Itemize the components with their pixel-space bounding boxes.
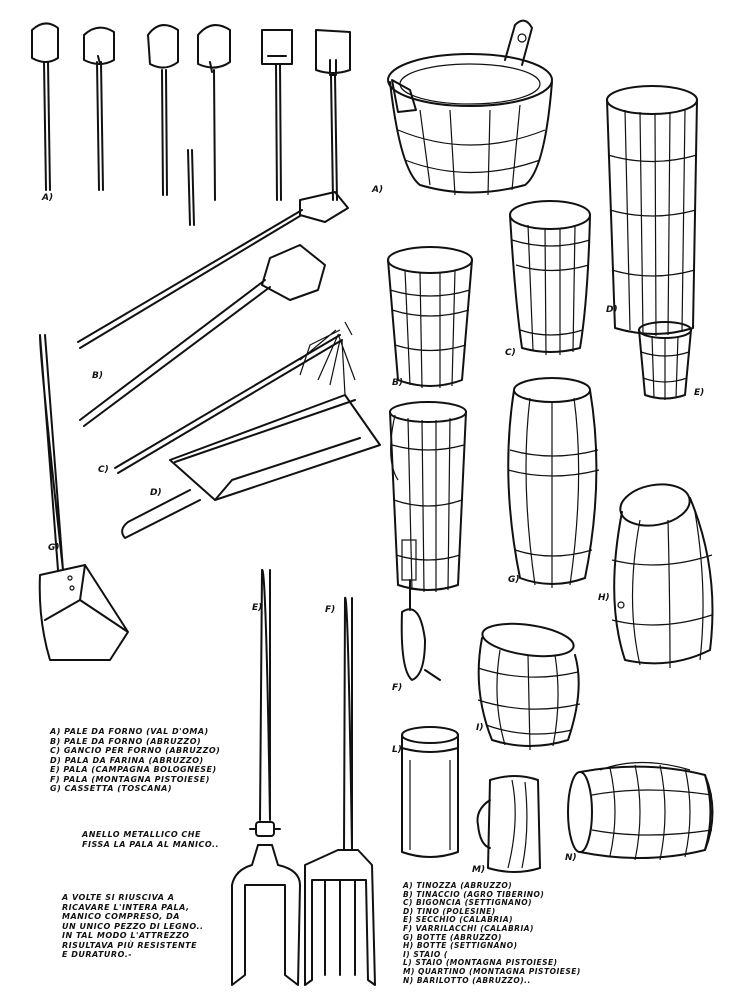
tall-vat-with-gourd <box>389 401 467 681</box>
figure-label-right-g: G) <box>508 575 520 585</box>
oven-hook-c <box>114 321 356 474</box>
shovel-e <box>231 568 301 986</box>
legend-item: H) BOTTE (SETTIGNANO) <box>403 941 518 951</box>
oven-paddles-a <box>31 22 351 226</box>
quartino-m <box>476 775 541 873</box>
figure-label-right-d: D) <box>606 305 618 315</box>
figure-label-right-b: B) <box>392 378 403 388</box>
legend-item: D) TINO (POLESINE) <box>403 906 496 916</box>
figure-label-right-i: I) <box>476 723 483 733</box>
figure-label-left-b: B) <box>92 371 103 381</box>
note-line: FISSA LA PALA AL MANICO.. <box>82 839 220 849</box>
staio-l <box>401 726 459 858</box>
note-line: ANELLO METALLICO CHE <box>82 830 201 839</box>
legend-item: A) TINOZZA (ABRUZZO) <box>403 881 513 890</box>
note-line: E DURATURO.- <box>62 950 133 959</box>
right-legend: A) TINOZZA (ABRUZZO) B) TINACCIO (AGRO T… <box>403 881 581 985</box>
legend-item: B) PALE DA FORNO (ABRUZZO) <box>50 736 202 746</box>
legend-item: A) PALE DA FORNO (VAL D'OMA) <box>50 727 209 736</box>
figure-label-left-c: C) <box>98 465 109 475</box>
oven-paddles-b <box>77 191 349 427</box>
figure-label-right-l: L) <box>392 745 402 755</box>
figure-label-right-e: E) <box>694 388 704 398</box>
legend-item: N) BARILOTTO (ABRUZZO).. <box>403 975 531 985</box>
legend-item: I) STAIO ( <box>403 949 448 959</box>
legend-item: C) BIGONCIA (SETTIGNANO) <box>403 898 533 908</box>
barrel-h <box>611 483 714 669</box>
tub-a <box>387 19 553 196</box>
note-line: A VOLTE SI RIUSCIVA A <box>62 893 175 902</box>
figure-label-right-h: H) <box>598 593 610 603</box>
legend-item: G) CASSETTA (TOSCANA) <box>50 784 173 793</box>
figure-label-right-a: A) <box>371 185 383 195</box>
flour-shovel-d <box>121 394 381 539</box>
bigoncia-c <box>509 200 591 356</box>
legend-item: E) SECCHIO (CALABRIA) <box>403 915 514 925</box>
tinaccio-b <box>387 246 473 389</box>
note-line: RISULTAVA PIÙ RESISTENTE <box>62 940 198 950</box>
legend-item: B) TINACCIO (AGRO TIBERINO) <box>403 889 545 899</box>
vat-d <box>606 85 698 337</box>
ring-note: ANELLO METALLICO CHE FISSA LA PALA AL MA… <box>82 830 219 849</box>
figure-label-right-n: N) <box>565 853 577 863</box>
note-line: IN TAL MODO L'ATTREZZO <box>62 931 190 940</box>
legend-item: F) PALA (MONTAGNA PISTOIESE) <box>50 774 210 784</box>
figure-label-left-e: E) <box>252 603 262 613</box>
figure-label-left-a: A) <box>41 193 53 203</box>
figure-label-left-g: G) <box>48 543 60 553</box>
figure-label-right-f: F) <box>392 683 402 693</box>
note-line: UN UNICO PEZZO DI LEGNO.. <box>62 921 204 931</box>
legend-item: M) QUARTINO (MONTAGNA PISTOIESE) <box>403 966 581 976</box>
barilotto-n <box>567 761 714 861</box>
scoop-g <box>38 334 129 661</box>
figure-label-left-d: D) <box>150 488 162 498</box>
left-legend: A) PALE DA FORNO (VAL D'OMA) B) PALE DA … <box>50 727 220 794</box>
legend-item: G) BOTTE (ABRUZZO) <box>403 932 502 942</box>
legend-item: F) VARRILACCHI (CALABRIA) <box>403 923 534 933</box>
figure-label-right-c: C) <box>505 348 516 358</box>
bucket-e <box>638 321 692 400</box>
note-line: MANICO COMPRESO, DA <box>62 912 180 921</box>
figure-label-right-m: M) <box>472 865 485 875</box>
handle-note: A VOLTE SI RIUSCIVA A RICAVARE L'INTERA … <box>62 893 204 960</box>
figure-label-left-f: F) <box>325 605 335 615</box>
legend-item: L) STAIO (MONTAGNA PISTOIESE) <box>403 958 558 968</box>
legend-item: C) GANCIO PER FORNO (ABRUZZO) <box>50 746 221 755</box>
legend-item: E) PALA (CAMPAGNA BOLOGNESE) <box>50 765 217 774</box>
note-line: RICAVARE L'INTERA PALA, <box>62 902 190 912</box>
barrel-g <box>507 377 600 588</box>
staio-i <box>477 622 581 751</box>
shovel-f <box>304 596 376 986</box>
legend-item: D) PALA DA FARINA (ABRUZZO) <box>50 755 204 765</box>
